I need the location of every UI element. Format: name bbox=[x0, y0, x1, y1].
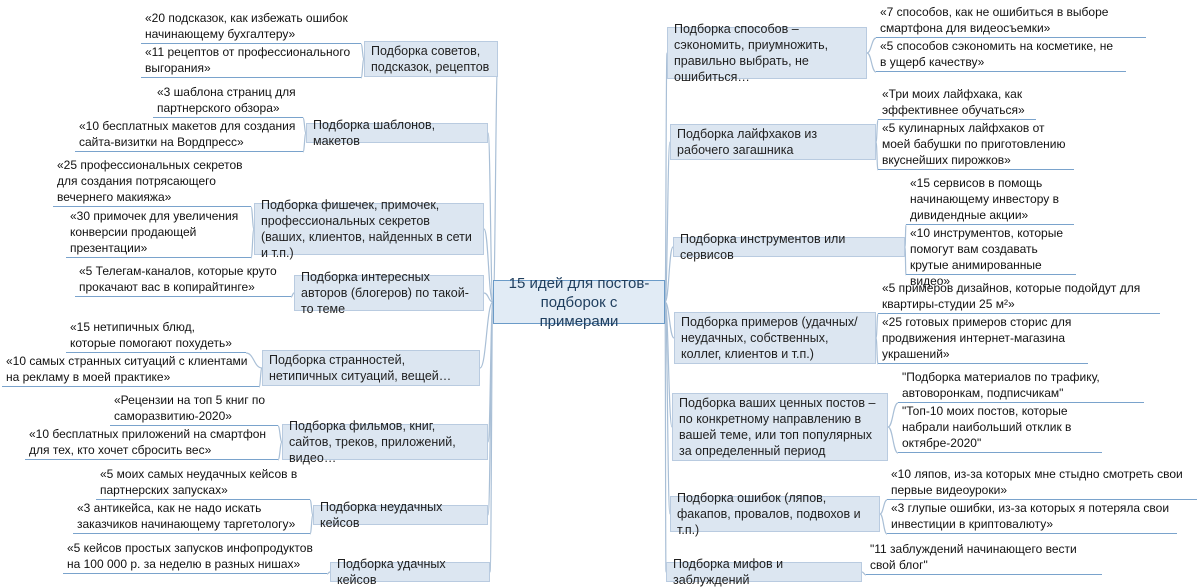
branch-leaf-connector bbox=[866, 37, 877, 54]
leaf-right-mistakes-2[interactable]: «3 глупые ошибки, из-за которых я потеря… bbox=[887, 499, 1177, 534]
center-branch-connector bbox=[479, 301, 494, 369]
leaf-left-media-1[interactable]: «Рецензии на топ 5 книг по саморазвитию-… bbox=[110, 391, 278, 426]
leaf-left-templates-1[interactable]: «3 шаблона страниц для партнерского обзо… bbox=[153, 83, 303, 118]
center-branch-connector bbox=[483, 292, 494, 303]
leaf-left-templates-2[interactable]: «10 бесплатных макетов для создания сайт… bbox=[75, 117, 303, 152]
center-branch-connector bbox=[664, 52, 668, 303]
leaf-right-own-posts-1[interactable]: "Подборка материалов по трафику, автовор… bbox=[898, 368, 1144, 403]
leaf-right-tools-2[interactable]: «10 инструментов, которые помогут вам со… bbox=[906, 224, 1076, 288]
center-branch-connector bbox=[487, 132, 494, 303]
leaf-right-methods-2[interactable]: «5 способов сэкономить на косметике, не … bbox=[876, 37, 1126, 72]
branch-right-tools[interactable]: Подборка инструментов или сервисов bbox=[673, 232, 905, 262]
branch-left-secrets[interactable]: Подборка фишечек, примочек, профессионал… bbox=[254, 198, 484, 260]
leaf-left-authors-1[interactable]: «5 Телегам-каналов, которые круто прокач… bbox=[75, 262, 291, 297]
center-branch-connector bbox=[664, 246, 674, 303]
leaf-right-lifehacks-2[interactable]: «5 кулинарных лайфхаков от моей бабушки … bbox=[878, 119, 1074, 170]
branch-right-examples[interactable]: Подборка примеров (удачных/ неудачных, с… bbox=[674, 312, 876, 364]
central-topic[interactable]: 15 идей для постов-подборок с примерами bbox=[493, 275, 665, 330]
leaf-left-media-2[interactable]: «10 бесплатных приложений на смартфон дл… bbox=[25, 425, 278, 460]
branch-right-myths[interactable]: Подборка мифов и заблуждений bbox=[666, 557, 862, 587]
leaf-right-lifehacks-1[interactable]: «Три моих лайфхака, как эффективнее обуч… bbox=[878, 85, 1036, 120]
leaf-left-bad-cases-2[interactable]: «3 антикейса, как не надо искать заказчи… bbox=[73, 499, 310, 534]
leaf-right-mistakes-1[interactable]: «10 ляпов, из-за которых мне стыдно смот… bbox=[887, 465, 1197, 500]
branch-right-lifehacks[interactable]: Подборка лайфхаков из рабочего загашника bbox=[670, 124, 876, 160]
branch-leaf-connector bbox=[887, 402, 899, 428]
leaf-left-secrets-2[interactable]: «30 примочек для увеличения конверсии пр… bbox=[66, 207, 251, 258]
branch-right-mistakes[interactable]: Подборка ошибок (ляпов, факапов, провало… bbox=[670, 491, 880, 537]
branch-left-advice[interactable]: Подборка советов, подсказок, рецептов bbox=[364, 41, 498, 77]
branch-left-bad-cases[interactable]: Подборка неудачных кейсов bbox=[313, 500, 488, 530]
leaf-right-examples-1[interactable]: «5 примеров дизайнов, которые подойдут д… bbox=[878, 279, 1160, 314]
branch-left-media[interactable]: Подборка фильмов, книг, сайтов, треков, … bbox=[282, 419, 488, 465]
branch-right-own-posts[interactable]: Подборка ваших ценных постов – по конкре… bbox=[672, 393, 888, 461]
center-branch-connector bbox=[664, 301, 673, 428]
branch-left-oddities[interactable]: Подборка странностей, нетипичных ситуаци… bbox=[262, 350, 480, 386]
center-branch-connector bbox=[489, 301, 494, 573]
branch-left-authors[interactable]: Подборка интересных авторов (блогеров) п… bbox=[294, 270, 484, 316]
leaf-right-examples-2[interactable]: «25 готовых примеров сторис для продвиже… bbox=[878, 313, 1088, 364]
center-branch-connector bbox=[664, 301, 667, 573]
branch-label: Подборка советов, подсказок, рецептов bbox=[371, 44, 490, 74]
leaf-left-advice-2[interactable]: «11 рецептов от профессионального выгора… bbox=[141, 43, 361, 78]
branch-left-good-cases[interactable]: Подборка удачных кейсов bbox=[330, 557, 490, 587]
branch-right-methods[interactable]: Подборка способов – сэкономить, приумнож… bbox=[667, 22, 867, 84]
leaf-left-oddities-2[interactable]: «10 самых странных ситуаций с клиентами … bbox=[2, 352, 259, 387]
leaf-left-oddities-1[interactable]: «15 нетипичных блюд, которые помогают по… bbox=[66, 318, 246, 353]
leaf-right-myths-1[interactable]: "11 заблуждений начинающего вести свой б… bbox=[866, 540, 1102, 575]
center-branch-connector bbox=[487, 301, 494, 516]
center-branch-connector bbox=[664, 301, 675, 339]
center-branch-connector bbox=[483, 228, 494, 303]
leaf-left-secrets-1[interactable]: «25 профессиональных секретов для создан… bbox=[53, 156, 251, 207]
center-branch-connector bbox=[664, 141, 671, 303]
branch-leaf-connector bbox=[879, 499, 888, 515]
leaf-right-own-posts-2[interactable]: "Топ-10 моих постов, которые набрали наи… bbox=[898, 402, 1102, 453]
center-branch-connector bbox=[492, 58, 499, 303]
branch-leaf-connector bbox=[879, 513, 888, 535]
branch-leaf-connector bbox=[866, 52, 877, 73]
leaf-left-advice-1[interactable]: «20 подсказок, как избежать ошибок начин… bbox=[141, 9, 361, 44]
central-topic-label: 15 идей для постов-подборок с примерами bbox=[508, 274, 650, 330]
branch-left-templates[interactable]: Подборка шаблонов, макетов bbox=[306, 118, 488, 148]
branch-leaf-connector bbox=[887, 426, 899, 454]
leaf-left-bad-cases-1[interactable]: «5 моих самых неудачных кейсов в партнер… bbox=[96, 465, 310, 500]
center-branch-connector bbox=[664, 301, 671, 515]
leaf-right-tools-1[interactable]: «15 сервисов в помощь начинающему инвест… bbox=[906, 174, 1074, 225]
leaf-right-methods-1[interactable]: «7 способов, как не ошибиться в выборе с… bbox=[876, 3, 1146, 38]
leaf-left-good-cases-1[interactable]: «5 кейсов простых запусков инфопродуктов… bbox=[63, 539, 327, 574]
